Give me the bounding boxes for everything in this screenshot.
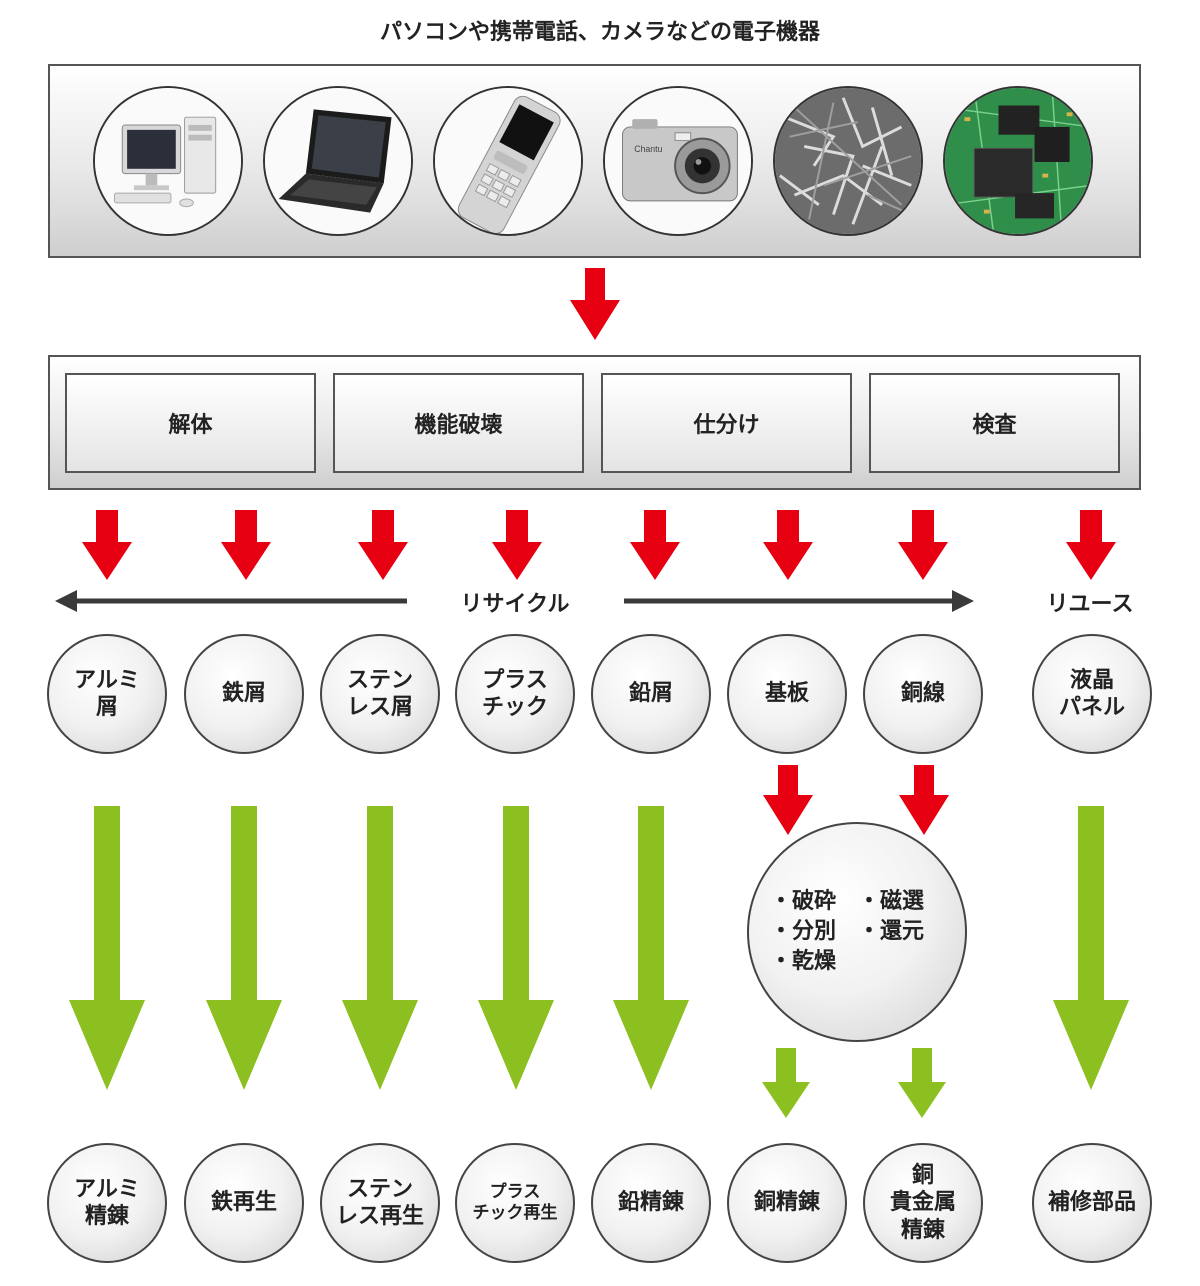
arrow-down-red-4 bbox=[630, 510, 680, 580]
step-sorting: 仕分け bbox=[601, 373, 852, 473]
output-plastic-recycling: プラス チック再生 bbox=[455, 1143, 575, 1263]
material-aluminum-scrap: アルミ 屑 bbox=[47, 634, 167, 754]
camera-brand-label: Chantu bbox=[634, 144, 662, 154]
recycle-arrow-left bbox=[55, 590, 407, 612]
output-repair-parts: 補修部品 bbox=[1032, 1143, 1152, 1263]
process-item: ・還元 bbox=[858, 919, 925, 944]
output-iron-recycling: 鉄再生 bbox=[184, 1143, 304, 1263]
arrow-down-green-small-0 bbox=[762, 1048, 810, 1118]
arrow-down-green-2 bbox=[342, 806, 418, 1090]
step-label: 機能破壊 bbox=[414, 413, 503, 438]
circuit-board-icon bbox=[943, 86, 1093, 236]
diagram-title: パソコンや携帯電話、カメラなどの電子機器 bbox=[379, 20, 820, 45]
material-copper-wire: 銅線 bbox=[863, 634, 983, 754]
material-circuit-board: 基板 bbox=[727, 634, 847, 754]
desktop-pc-icon bbox=[93, 86, 243, 236]
output-stainless-recycling: ステン レス再生 bbox=[320, 1143, 440, 1263]
material-lead-scrap: 鉛屑 bbox=[591, 634, 711, 754]
arrow-down-green-1 bbox=[206, 806, 282, 1090]
output-lead-refining: 鉛精錬 bbox=[591, 1143, 711, 1263]
arrow-down-red-6 bbox=[898, 510, 948, 580]
arrow-down-copper-to-process bbox=[899, 765, 949, 835]
material-plastic: プラス チック bbox=[455, 634, 575, 754]
reuse-label: リユース bbox=[1046, 592, 1134, 617]
process-item: ・分別 bbox=[770, 919, 837, 944]
arrow-down-green-3 bbox=[478, 806, 554, 1090]
step-disassembly: 解体 bbox=[65, 373, 316, 473]
step-label: 検査 bbox=[972, 413, 1017, 438]
output-copper-precious-metal-refining: 銅 貴金属 精錬 bbox=[863, 1143, 983, 1263]
step-function-destruction: 機能破壊 bbox=[333, 373, 584, 473]
output-copper-refining: 銅精錬 bbox=[727, 1143, 847, 1263]
laptop-icon bbox=[263, 86, 413, 236]
arrow-down-red-5 bbox=[763, 510, 813, 580]
step-label: 仕分け bbox=[693, 413, 760, 438]
material-iron-scrap: 鉄屑 bbox=[184, 634, 304, 754]
arrow-down-red-2 bbox=[358, 510, 408, 580]
arrow-down-green-0 bbox=[69, 806, 145, 1090]
arrow-down-board-to-process bbox=[763, 765, 813, 835]
digital-camera-icon: Chantu bbox=[603, 86, 753, 236]
process-item: ・乾燥 bbox=[770, 949, 837, 974]
arrow-down-devices bbox=[570, 268, 620, 340]
recycle-arrow-right bbox=[624, 590, 974, 612]
arrow-down-green-5 bbox=[1053, 806, 1129, 1090]
arrow-down-red-3 bbox=[492, 510, 542, 580]
arrow-down-green-4 bbox=[613, 806, 689, 1090]
process-item: ・磁選 bbox=[858, 889, 925, 914]
process-left-items: ・破砕 ・分別 ・乾燥 bbox=[770, 887, 836, 977]
step-inspection: 検査 bbox=[869, 373, 1120, 473]
arrow-down-red-0 bbox=[82, 510, 132, 580]
recycle-label: リサイクル bbox=[460, 592, 570, 617]
material-stainless-scrap: ステン レス屑 bbox=[320, 634, 440, 754]
step-label: 解体 bbox=[168, 413, 213, 438]
mobile-phone-icon bbox=[433, 86, 583, 236]
material-lcd-panel: 液晶 パネル bbox=[1032, 634, 1152, 754]
metal-scrap-icon bbox=[773, 86, 923, 236]
arrow-down-red-7 bbox=[1066, 510, 1116, 580]
arrow-down-green-small-1 bbox=[898, 1048, 946, 1118]
processing-circle bbox=[747, 822, 967, 1042]
output-aluminum-refining: アルミ 精錬 bbox=[47, 1143, 167, 1263]
process-right-items: ・磁選 ・還元 bbox=[858, 887, 924, 947]
process-item: ・破砕 bbox=[770, 889, 837, 914]
arrow-down-red-1 bbox=[221, 510, 271, 580]
